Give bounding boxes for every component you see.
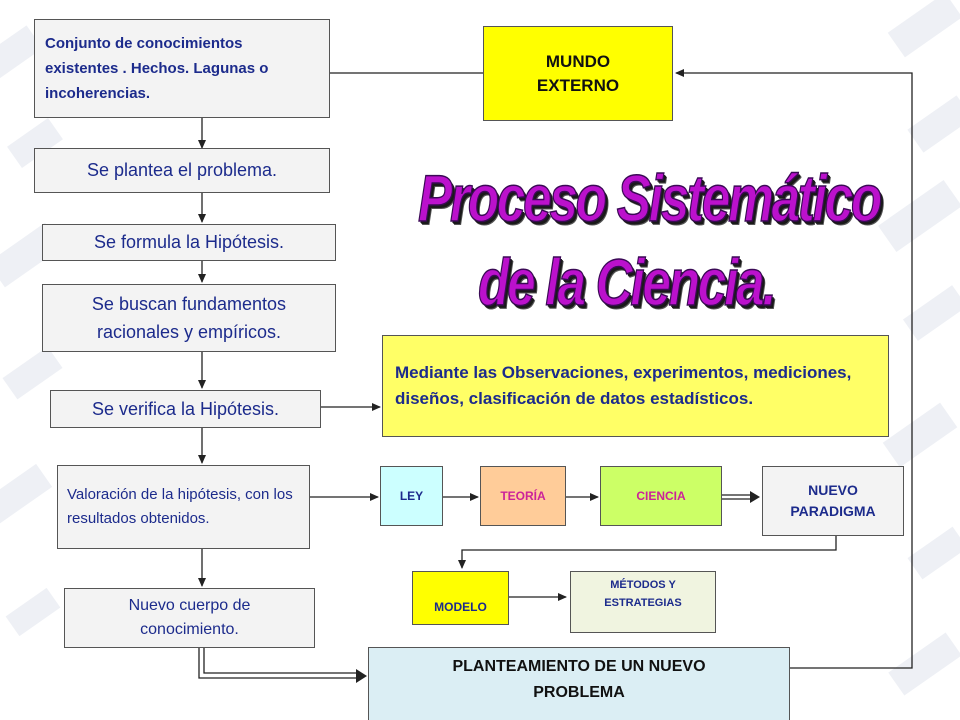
- mediante-box: Mediante las Observaciones, experimentos…: [382, 335, 889, 437]
- verifica-text: Se verifica la Hipótesis.: [91, 398, 280, 419]
- mediante-text: Mediante las Observaciones, experimentos…: [395, 363, 852, 408]
- buscan-box: Se buscan fundamentos racionales y empír…: [42, 284, 336, 352]
- planteamiento-text: PLANTEAMIENTO DE UN NUEVO PROBLEMA: [452, 658, 706, 701]
- nuevo-cuerpo-text: Nuevo cuerpo de conocimiento.: [128, 597, 251, 638]
- ley-box: LEY: [380, 466, 443, 526]
- conjunto-text: Conjunto de conocimientos existentes . H…: [45, 35, 269, 102]
- ciencia-text: CIENCIA: [636, 489, 686, 503]
- modelo-text: MODELO: [434, 600, 487, 614]
- teoria-text: TEORÍA: [500, 489, 546, 503]
- mundo-externo-box: MUNDO EXTERNO: [483, 26, 673, 121]
- metodos-text: MÉTODOS Y ESTRATEGIAS: [604, 579, 682, 609]
- modelo-box: MODELO: [412, 571, 509, 625]
- buscan-text: Se buscan fundamentos racionales y empír…: [91, 294, 287, 342]
- plantea-text: Se plantea el problema.: [86, 160, 278, 180]
- mundo-externo-text: MUNDO EXTERNO: [536, 51, 620, 95]
- nuevo-paradigma-box: NUEVO PARADIGMA: [762, 466, 904, 536]
- valoracion-text: Valoración de la hipótesis, con los resu…: [67, 486, 293, 527]
- formula-box: Se formula la Hipótesis.: [42, 224, 336, 261]
- plantea-box: Se plantea el problema.: [34, 148, 330, 193]
- teoria-box: TEORÍA: [480, 466, 566, 526]
- ley-text: LEY: [399, 489, 424, 503]
- nuevo-cuerpo-box: Nuevo cuerpo de conocimiento.: [64, 588, 315, 648]
- title-line-2: de la Ciencia.: [477, 244, 777, 320]
- arrow-feedback-loop: [675, 69, 913, 669]
- metodos-box: MÉTODOS Y ESTRATEGIAS: [570, 571, 716, 633]
- valoracion-box: Valoración de la hipótesis, con los resu…: [57, 465, 310, 549]
- formula-text: Se formula la Hipótesis.: [93, 232, 285, 252]
- ciencia-box: CIENCIA: [600, 466, 722, 526]
- nuevo-paradigma-text: NUEVO PARADIGMA: [790, 482, 876, 519]
- arrow-paradigma-modelo: [458, 536, 837, 569]
- title-line-1: Proceso Sistemático: [417, 160, 882, 236]
- planteamiento-box: PLANTEAMIENTO DE UN NUEVO PROBLEMA: [368, 647, 790, 720]
- double-arrow-nuevo-planteamiento: [198, 648, 357, 679]
- verifica-box: Se verifica la Hipótesis.: [50, 390, 321, 428]
- conjunto-box: Conjunto de conocimientos existentes . H…: [34, 19, 330, 118]
